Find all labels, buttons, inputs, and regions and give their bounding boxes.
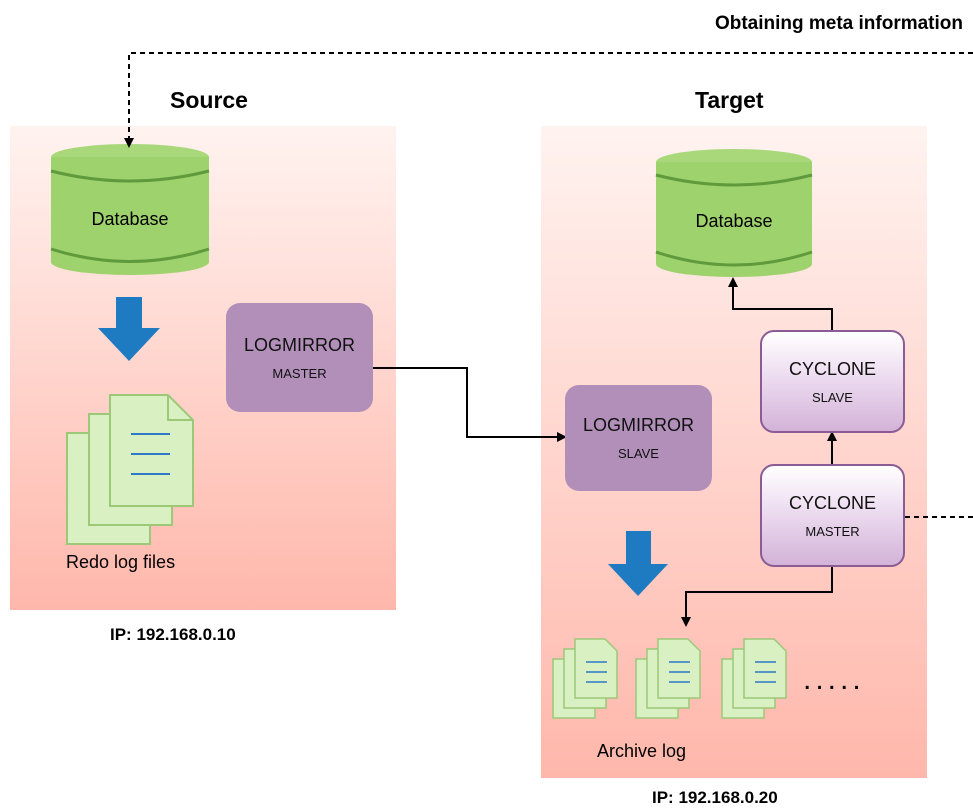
logmirror-master-name: LOGMIRROR — [243, 334, 355, 355]
target-flow-arrow-icon — [608, 531, 668, 596]
target-database-label: Database — [695, 211, 773, 231]
cyclone-slave-name: CYCLONE — [788, 358, 877, 379]
logmirror-master-role: MASTER — [272, 365, 327, 381]
meta-information-dashed-connector — [124, 52, 973, 148]
source-title: Source — [170, 87, 248, 113]
cyclone-slave-node: CYCLONE SLAVE — [760, 330, 905, 433]
archive-log-label: Archive log — [597, 741, 687, 761]
logmirror-master-node: LOGMIRROR MASTER — [226, 303, 373, 412]
logmirror-slave-node: LOGMIRROR SLAVE — [565, 385, 712, 491]
cyclone-master-to-archive-log-connector — [681, 565, 833, 627]
source-database-icon — [50, 144, 210, 275]
cyclone-master-name: CYCLONE — [788, 492, 877, 513]
target-database-icon — [655, 149, 813, 277]
target-ip-address: IP: 192.168.0.20 — [652, 788, 778, 807]
cyclone-slave-to-target-database-connector — [728, 277, 833, 330]
logmirror-slave-role: SLAVE — [618, 446, 659, 461]
archive-log-stack-2-icon — [635, 638, 701, 719]
cyclone-master-role: MASTER — [805, 523, 860, 539]
archive-log-ellipsis: ..... — [803, 663, 865, 696]
archive-log-stack-3-icon — [721, 638, 787, 719]
redo-log-files-label: Redo log files — [66, 552, 176, 572]
logmirror-slave-name: LOGMIRROR — [582, 415, 694, 435]
archive-log-stack-1-icon — [552, 638, 618, 719]
source-database-label: Database — [91, 209, 169, 229]
cyclone-slave-role: SLAVE — [812, 389, 853, 405]
meta-information-title: Obtaining meta information — [714, 13, 963, 34]
source-ip-address: IP: 192.168.0.10 — [110, 625, 236, 644]
source-flow-arrow-icon — [98, 297, 160, 361]
redo-log-files-icon — [66, 394, 194, 545]
target-title: Target — [695, 87, 764, 113]
logmirror-master-to-slave-connector — [373, 367, 567, 442]
cyclone-master-node: CYCLONE MASTER — [760, 464, 905, 567]
